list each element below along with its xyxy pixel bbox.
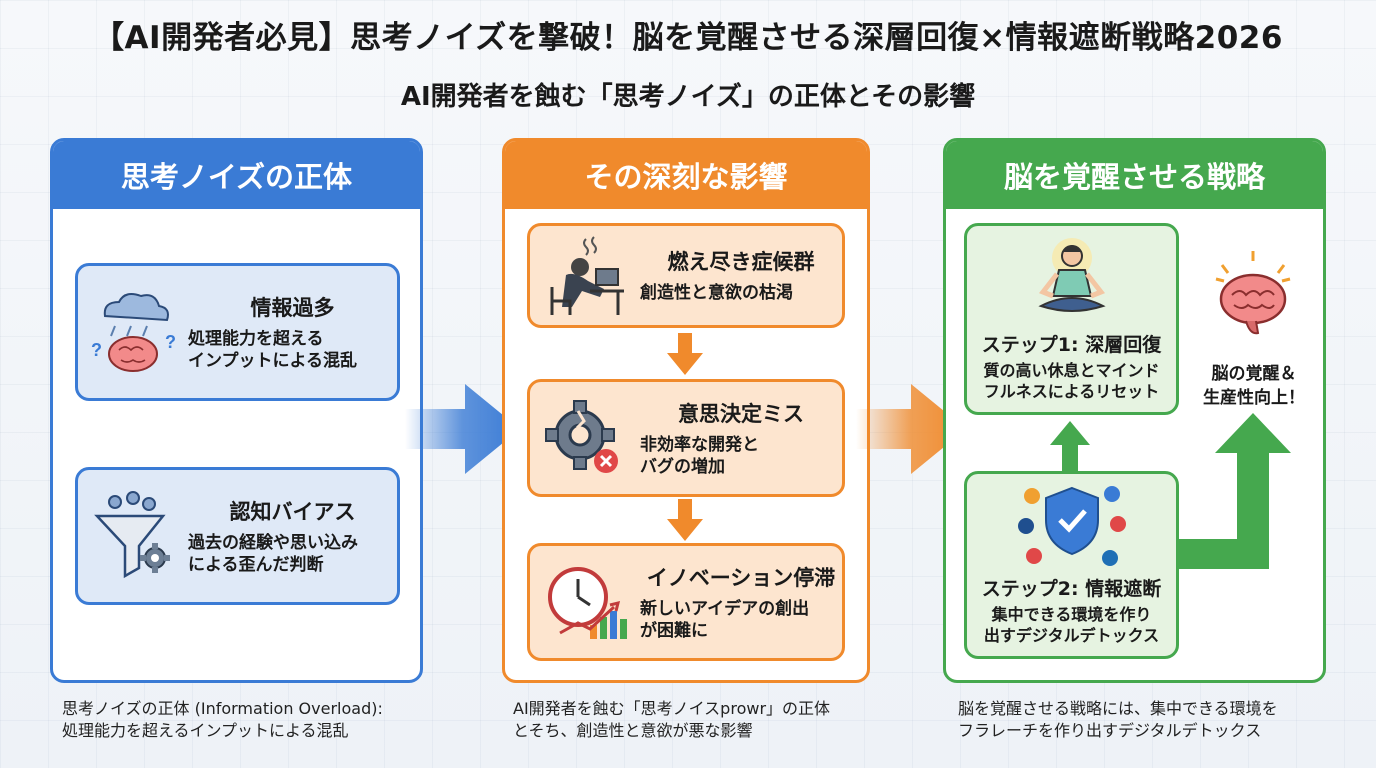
card-title: 情報過多 [250,295,335,320]
shield-social-icon [1012,480,1132,574]
meditation-icon [1027,234,1117,330]
card-information-overload: ? ? 情報過多 処理能力を超える インプットによる混乱 [75,263,400,401]
card-desc: 過去の経験や思い込み による歪んだ判断 [188,532,358,575]
card-title: ステップ2: 情報遮断 [981,578,1162,600]
card-title: 意思決定ミス [678,401,804,426]
panel-cause: 思考ノイズの正体 ? ? 情報過多 処理能力を超える インプットによる混乱 [50,138,423,683]
page-subtitle: AI開発者を蝕む「思考ノイズ」の正体とその影響 [400,82,976,112]
card-innovation-stagnation: イノベーション停滞 新しいアイデアの創出 が困難に [527,543,845,661]
arrow-to-result-icon [1179,413,1291,569]
footnote-cause: 思考ノイズの正体 (Information Overload): 処理能力を超え… [62,699,383,740]
card-desc: 質の高い休息とマインド フルネスによるリセット [983,361,1160,401]
footnote-impact: AI開発者を蝕む「思考ノイスprowr」の正体 とそち、創造性と意欲が悪な影響 [513,699,831,740]
card-information-blocking: ステップ2: 情報遮断 集中できる環境を作り 出すデジタルデトックス [964,471,1179,659]
card-title: ステップ1: 深層回復 [981,334,1162,356]
panel-impact: その深刻な影響 燃え尽き症候群 創造性と意欲の枯渇 [502,138,870,683]
card-cognitive-bias: 認知バイアス 過去の経験や思い込み による歪んだ判断 [75,467,400,605]
arrow-down-icon [667,333,703,375]
card-deep-recovery: ステップ1: 深層回復 質の高い休息とマインド フルネスによるリセット [964,223,1179,415]
card-desc: 非効率な開発と バグの増加 [640,434,759,477]
card-title: イノベーション停滞 [646,565,836,590]
card-desc: 創造性と意欲の枯渇 [640,283,793,304]
cloud-brain-icon: ? ? [78,277,188,387]
card-desc: 集中できる環境を作り 出すデジタルデトックス [983,605,1160,645]
glowing-brain-icon [1208,249,1298,348]
svg-text:?: ? [91,340,102,360]
arrow-down-icon [667,499,703,541]
panel-strategy: 脳を覚醒させる戦略 ステップ1: 深層回復 質の高い休息とマインド フルネスによ… [943,138,1326,683]
burnout-desk-icon [530,221,640,331]
funnel-gear-icon [78,481,188,591]
page-title: 【AI開発者必見】思考ノイズを撃破！脳を覚醒させる深層回復×情報遮断戦略2026 [93,20,1283,56]
panel-impact-header: その深刻な影響 [505,141,867,209]
card-desc: 新しいアイデアの創出 が困難に [640,598,810,641]
card-decision-error: 意思決定ミス 非効率な開発と バグの増加 [527,379,845,497]
clock-chart-icon [530,547,640,657]
flow-arrow-blue [405,384,520,474]
result-text: 脳の覚醒＆ 生産性向上！ [1203,364,1305,408]
arrow-up-icon [1050,421,1090,471]
flow-arrow-orange [856,384,966,474]
card-desc: 処理能力を超える インプットによる混乱 [188,328,357,371]
footnote-strategy: 脳を覚醒させる戦略には、集中できる環境を フラレーチを作り出すデジタルデトックス [958,699,1278,740]
panel-cause-header: 思考ノイズの正体 [53,141,420,209]
card-title: 燃え尽き症候群 [667,250,815,275]
panel-strategy-header: 脳を覚醒させる戦略 [946,141,1323,209]
card-burnout: 燃え尽き症候群 創造性と意欲の枯渇 [527,223,845,328]
card-title: 認知バイアス [229,499,356,524]
svg-text:?: ? [165,332,176,352]
broken-gear-icon [530,383,640,493]
